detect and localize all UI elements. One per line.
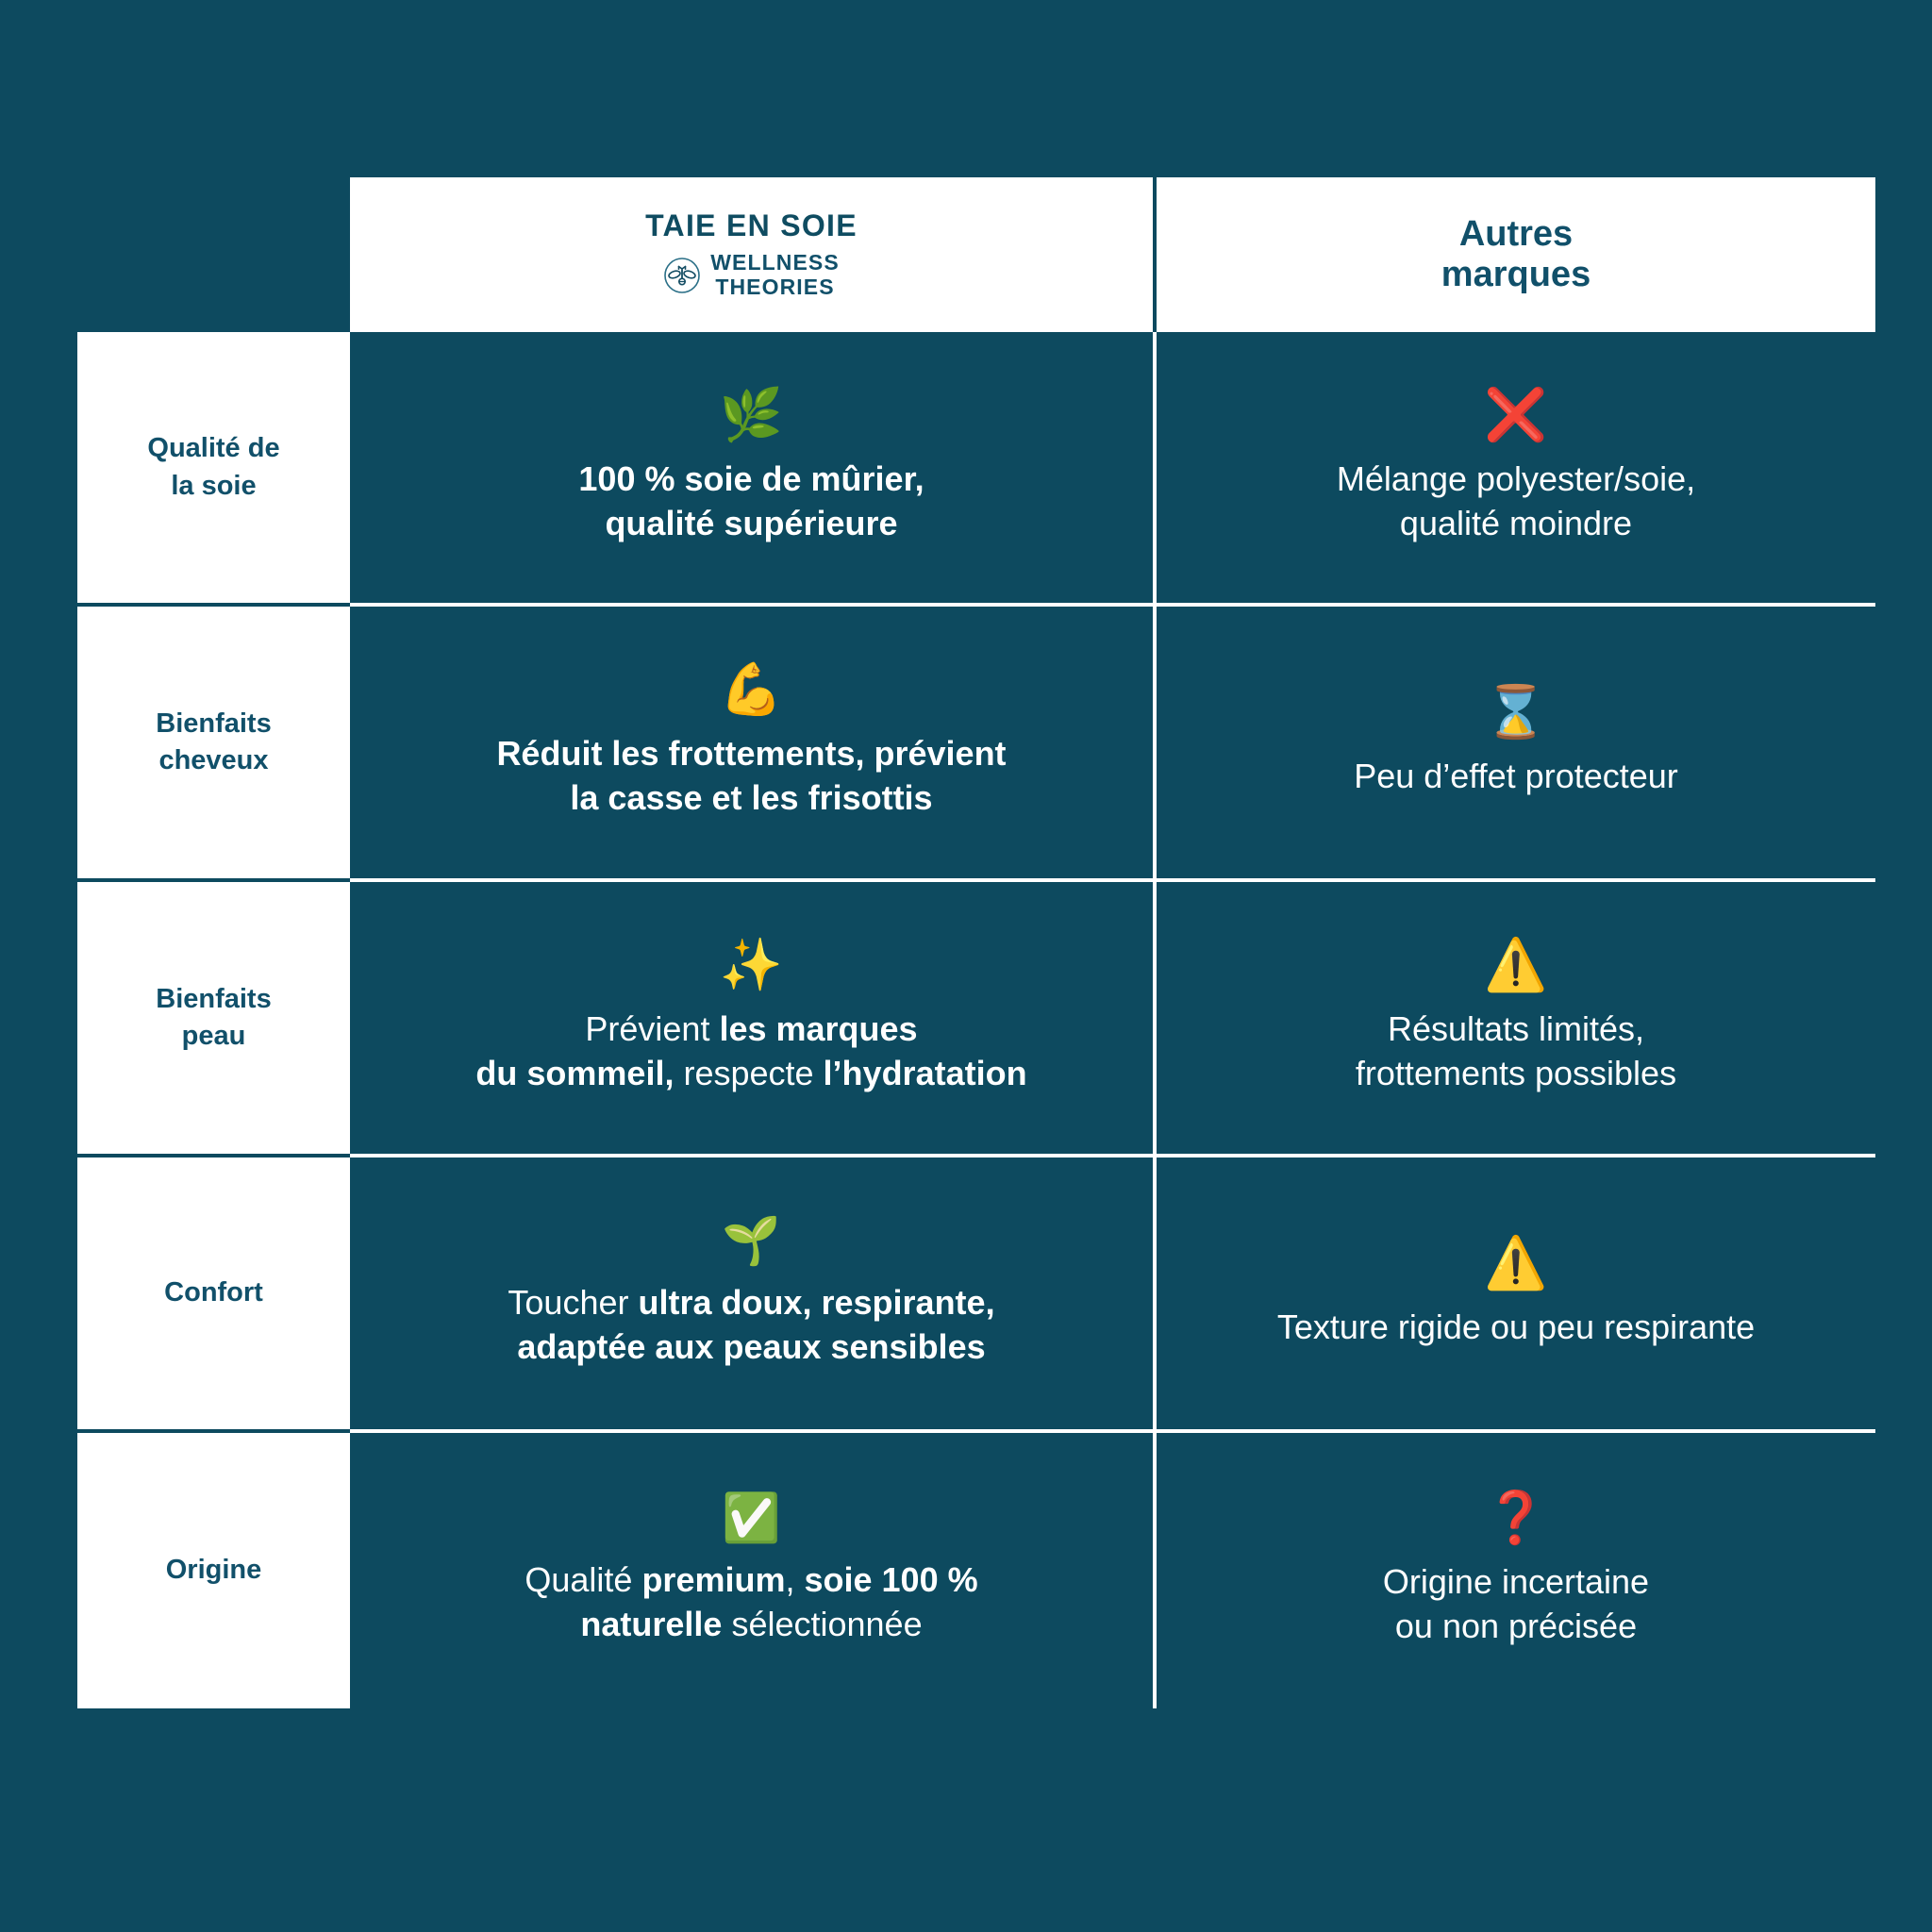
other-cell-text: Peu d’effet protecteur — [1354, 755, 1678, 799]
row-label-text: Bienfaits peau — [156, 981, 271, 1055]
warning-sign-icon: ⚠️ — [1484, 935, 1548, 995]
row-label-bienfaits-peau: Bienfaits peau — [77, 882, 350, 1158]
brand-cell-qualite-de-la-soie: 🌿 100 % soie de mûrier, qualité supérieu… — [350, 332, 1157, 607]
header-brand-column: TAIE EN SOIE — [350, 177, 1157, 332]
sparkles-icon: ✨ — [719, 935, 784, 995]
row-label-text: Bienfaits cheveux — [156, 706, 271, 779]
brand-text-line-2: la casse et les frisottis — [570, 778, 933, 817]
row-label-line-2: cheveux — [158, 745, 269, 775]
flexed-biceps-icon: 💪 — [719, 659, 784, 720]
other-cell-text: Origine incertaine ou non précisée — [1383, 1560, 1649, 1649]
other-cell-text: Texture rigide ou peu respirante — [1277, 1306, 1755, 1350]
other-cell-origine: ❓ Origine incertaine ou non précisée — [1157, 1433, 1875, 1708]
header-spacer-cell — [77, 177, 350, 332]
other-text-line-1: Résultats limités, — [1387, 1009, 1645, 1049]
row-label-text: Origine — [166, 1552, 262, 1589]
row-label-text: Qualité de la soie — [147, 430, 279, 504]
other-text-line-1: Texture rigide ou peu respirante — [1276, 1307, 1756, 1346]
brand-cell-bienfaits-peau: ✨ Prévient les marques du sommeil, respe… — [350, 882, 1157, 1158]
row-label-line-1: Bienfaits — [156, 983, 272, 1014]
other-text-line-1: Origine incertaine — [1382, 1562, 1650, 1602]
header-other-line-2: marques — [1441, 255, 1591, 294]
header-other-line-1: Autres — [1458, 214, 1574, 255]
brand-cell-text: 100 % soie de mûrier, qualité supérieure — [578, 458, 924, 546]
seedling-icon: 🌱 — [722, 1213, 781, 1269]
row-label-qualite-de-la-soie: Qualité de la soie — [77, 332, 350, 607]
header-brand-title: TAIE EN SOIE — [645, 208, 858, 243]
other-cell-confort: ⚠️ Texture rigide ou peu respirante — [1157, 1158, 1875, 1433]
brand-text-line-1: Réduit les frottements, prévient — [496, 734, 1007, 774]
row-label-line-1: Confort — [164, 1277, 263, 1308]
row-label-line-1: Qualité de — [147, 433, 280, 464]
comparison-grid: TAIE EN SOIE — [77, 177, 1875, 1724]
row-label-confort: Confort — [77, 1158, 350, 1433]
header-other-column: Autres marques — [1157, 177, 1875, 332]
row-label-line-1: Origine — [165, 1555, 262, 1586]
brand-text-line-1: Qualité premium, soie 100 % — [525, 1560, 978, 1600]
row-label-bienfaits-cheveux: Bienfaits cheveux — [77, 607, 350, 882]
other-cell-bienfaits-peau: ⚠️ Résultats limités, frottements possib… — [1157, 882, 1875, 1158]
other-text-line-2: qualité moindre — [1399, 503, 1633, 542]
brand-cell-text: Qualité premium, soie 100 % naturelle sé… — [525, 1558, 977, 1647]
brand-logo-wordmark: WELLNESS THEORIES — [710, 250, 840, 300]
wellness-theories-bee-emblem-icon — [663, 257, 701, 294]
brand-text-line-2: adaptée aux peaux sensibles — [517, 1327, 986, 1366]
brand-text-line-1: 100 % soie de mûrier, — [578, 458, 924, 498]
brand-cell-text: Prévient les marques du sommeil, respect… — [475, 1008, 1026, 1096]
row-label-line-1: Bienfaits — [156, 708, 272, 739]
brand-text-line-2: du sommeil, respecte l’hydratation — [475, 1054, 1027, 1092]
brand-text-line-2: qualité supérieure — [605, 503, 898, 542]
row-label-line-2: peau — [181, 1021, 246, 1051]
other-cell-text: Résultats limités, frottements possibles — [1356, 1008, 1676, 1096]
brand-text-line-1: Toucher ultra doux, respirante, — [508, 1283, 995, 1323]
brand-cell-confort: 🌱 Toucher ultra doux, respirante, adapté… — [350, 1158, 1157, 1433]
other-cell-qualite-de-la-soie: ❌ Mélange polyester/soie, qualité moindr… — [1157, 332, 1875, 607]
other-cell-bienfaits-cheveux: ⌛ Peu d’effet protecteur — [1157, 607, 1875, 882]
comparison-table: TAIE EN SOIE — [77, 177, 1875, 1724]
check-mark-button-icon: ✅ — [722, 1491, 781, 1546]
row-label-text: Confort — [164, 1274, 263, 1311]
other-text-line-2: ou non précisée — [1394, 1607, 1638, 1645]
red-question-mark-icon: ❓ — [1484, 1488, 1548, 1548]
brand-text-line-1: Prévient les marques — [585, 1009, 918, 1049]
other-text-line-2: frottements possibles — [1355, 1054, 1677, 1092]
row-label-origine: Origine — [77, 1433, 350, 1708]
brand-cell-origine: ✅ Qualité premium, soie 100 % naturelle … — [350, 1433, 1157, 1708]
other-text-line-1: Mélange polyester/soie, — [1336, 458, 1696, 498]
brand-logo-line-1: WELLNESS — [710, 250, 840, 275]
warning-sign-icon: ⚠️ — [1484, 1232, 1548, 1292]
brand-text-line-2: naturelle sélectionnée — [580, 1605, 923, 1643]
brand-logo: WELLNESS THEORIES — [663, 250, 840, 300]
brand-cell-text: Toucher ultra doux, respirante, adaptée … — [508, 1281, 994, 1370]
cross-mark-icon: ❌ — [1484, 384, 1548, 444]
herb-leaf-icon: 🌿 — [719, 384, 784, 444]
brand-cell-bienfaits-cheveux: 💪 Réduit les frottements, prévient la ca… — [350, 607, 1157, 882]
row-label-line-2: la soie — [171, 470, 257, 501]
other-cell-text: Mélange polyester/soie, qualité moindre — [1337, 458, 1695, 546]
brand-logo-line-2: THEORIES — [715, 274, 835, 299]
hourglass-icon: ⌛ — [1484, 681, 1548, 741]
brand-cell-text: Réduit les frottements, prévient la cass… — [496, 732, 1006, 821]
other-text-line-1: Peu d’effet protecteur — [1354, 756, 1678, 795]
